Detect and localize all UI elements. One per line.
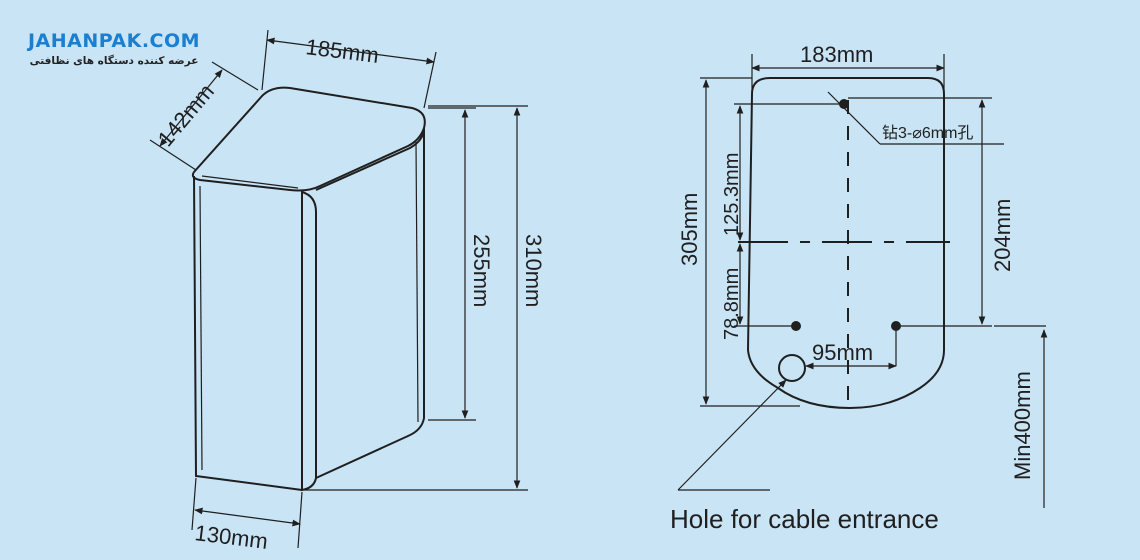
brand-tagline: عرضه کننده دستگاه های نظافتی bbox=[29, 55, 199, 67]
dim-142-ext-bottom bbox=[149, 139, 197, 171]
brand-name: JAHANPAK.COM bbox=[27, 30, 201, 52]
cable-entrance-hole bbox=[778, 354, 806, 382]
side-view-left-face bbox=[193, 175, 303, 491]
front-view: 183mm 305mm 125.3mm 78.8mm 204mm 95mm 钻3… bbox=[670, 42, 1048, 534]
dim-130-ext-left bbox=[191, 477, 197, 531]
side-view-left-inner bbox=[199, 185, 203, 471]
right-mounting-hole bbox=[891, 321, 901, 331]
dim-body-height-label: 255mm bbox=[469, 234, 494, 307]
dim-lower-offset-label: 78.8mm bbox=[721, 268, 743, 340]
dim-upper-offset-label: 125.3mm bbox=[721, 153, 743, 236]
side-view-top-surface bbox=[191, 86, 426, 192]
side-view: 185mm 142mm 255mm 310mm 130mm bbox=[149, 29, 546, 554]
brand-logo: JAHANPAK.COM عرضه کننده دستگاه های نظافت… bbox=[24, 30, 204, 67]
cable-hole-label: Hole for cable entrance bbox=[670, 504, 939, 534]
dim-bottom-width-label: 130mm bbox=[193, 520, 269, 554]
dim-hole-spacing-height-label: 204mm bbox=[990, 199, 1015, 272]
dim-185-ext-left bbox=[261, 29, 269, 91]
side-view-right-inner bbox=[415, 141, 419, 423]
dim-front-width-label: 183mm bbox=[800, 42, 873, 67]
dim-total-height-label: 310mm bbox=[521, 234, 546, 307]
cable-leader-line bbox=[677, 379, 787, 491]
drill-leader-line bbox=[827, 91, 881, 145]
dim-142-line bbox=[159, 69, 223, 147]
dim-front-height-label: 305mm bbox=[677, 193, 702, 266]
dim-hole-spacing-width-label: 95mm bbox=[812, 340, 873, 365]
dim-185-line bbox=[266, 37, 435, 65]
dim-142-ext-top bbox=[211, 61, 259, 91]
dim-130-ext-right bbox=[297, 491, 303, 549]
min-mounting-height-label: Min400mm bbox=[1010, 371, 1035, 480]
top-mounting-hole bbox=[839, 99, 849, 109]
drill-note-label: 钻3-⌀6mm孔 bbox=[882, 124, 973, 142]
dim-top-length-label: 185mm bbox=[304, 34, 380, 68]
side-view-front-face bbox=[301, 190, 317, 492]
left-mounting-hole bbox=[791, 321, 801, 331]
side-view-top-edge bbox=[201, 175, 299, 189]
dim-130-line bbox=[194, 507, 301, 527]
dim-top-depth-label: 142mm bbox=[153, 79, 219, 151]
